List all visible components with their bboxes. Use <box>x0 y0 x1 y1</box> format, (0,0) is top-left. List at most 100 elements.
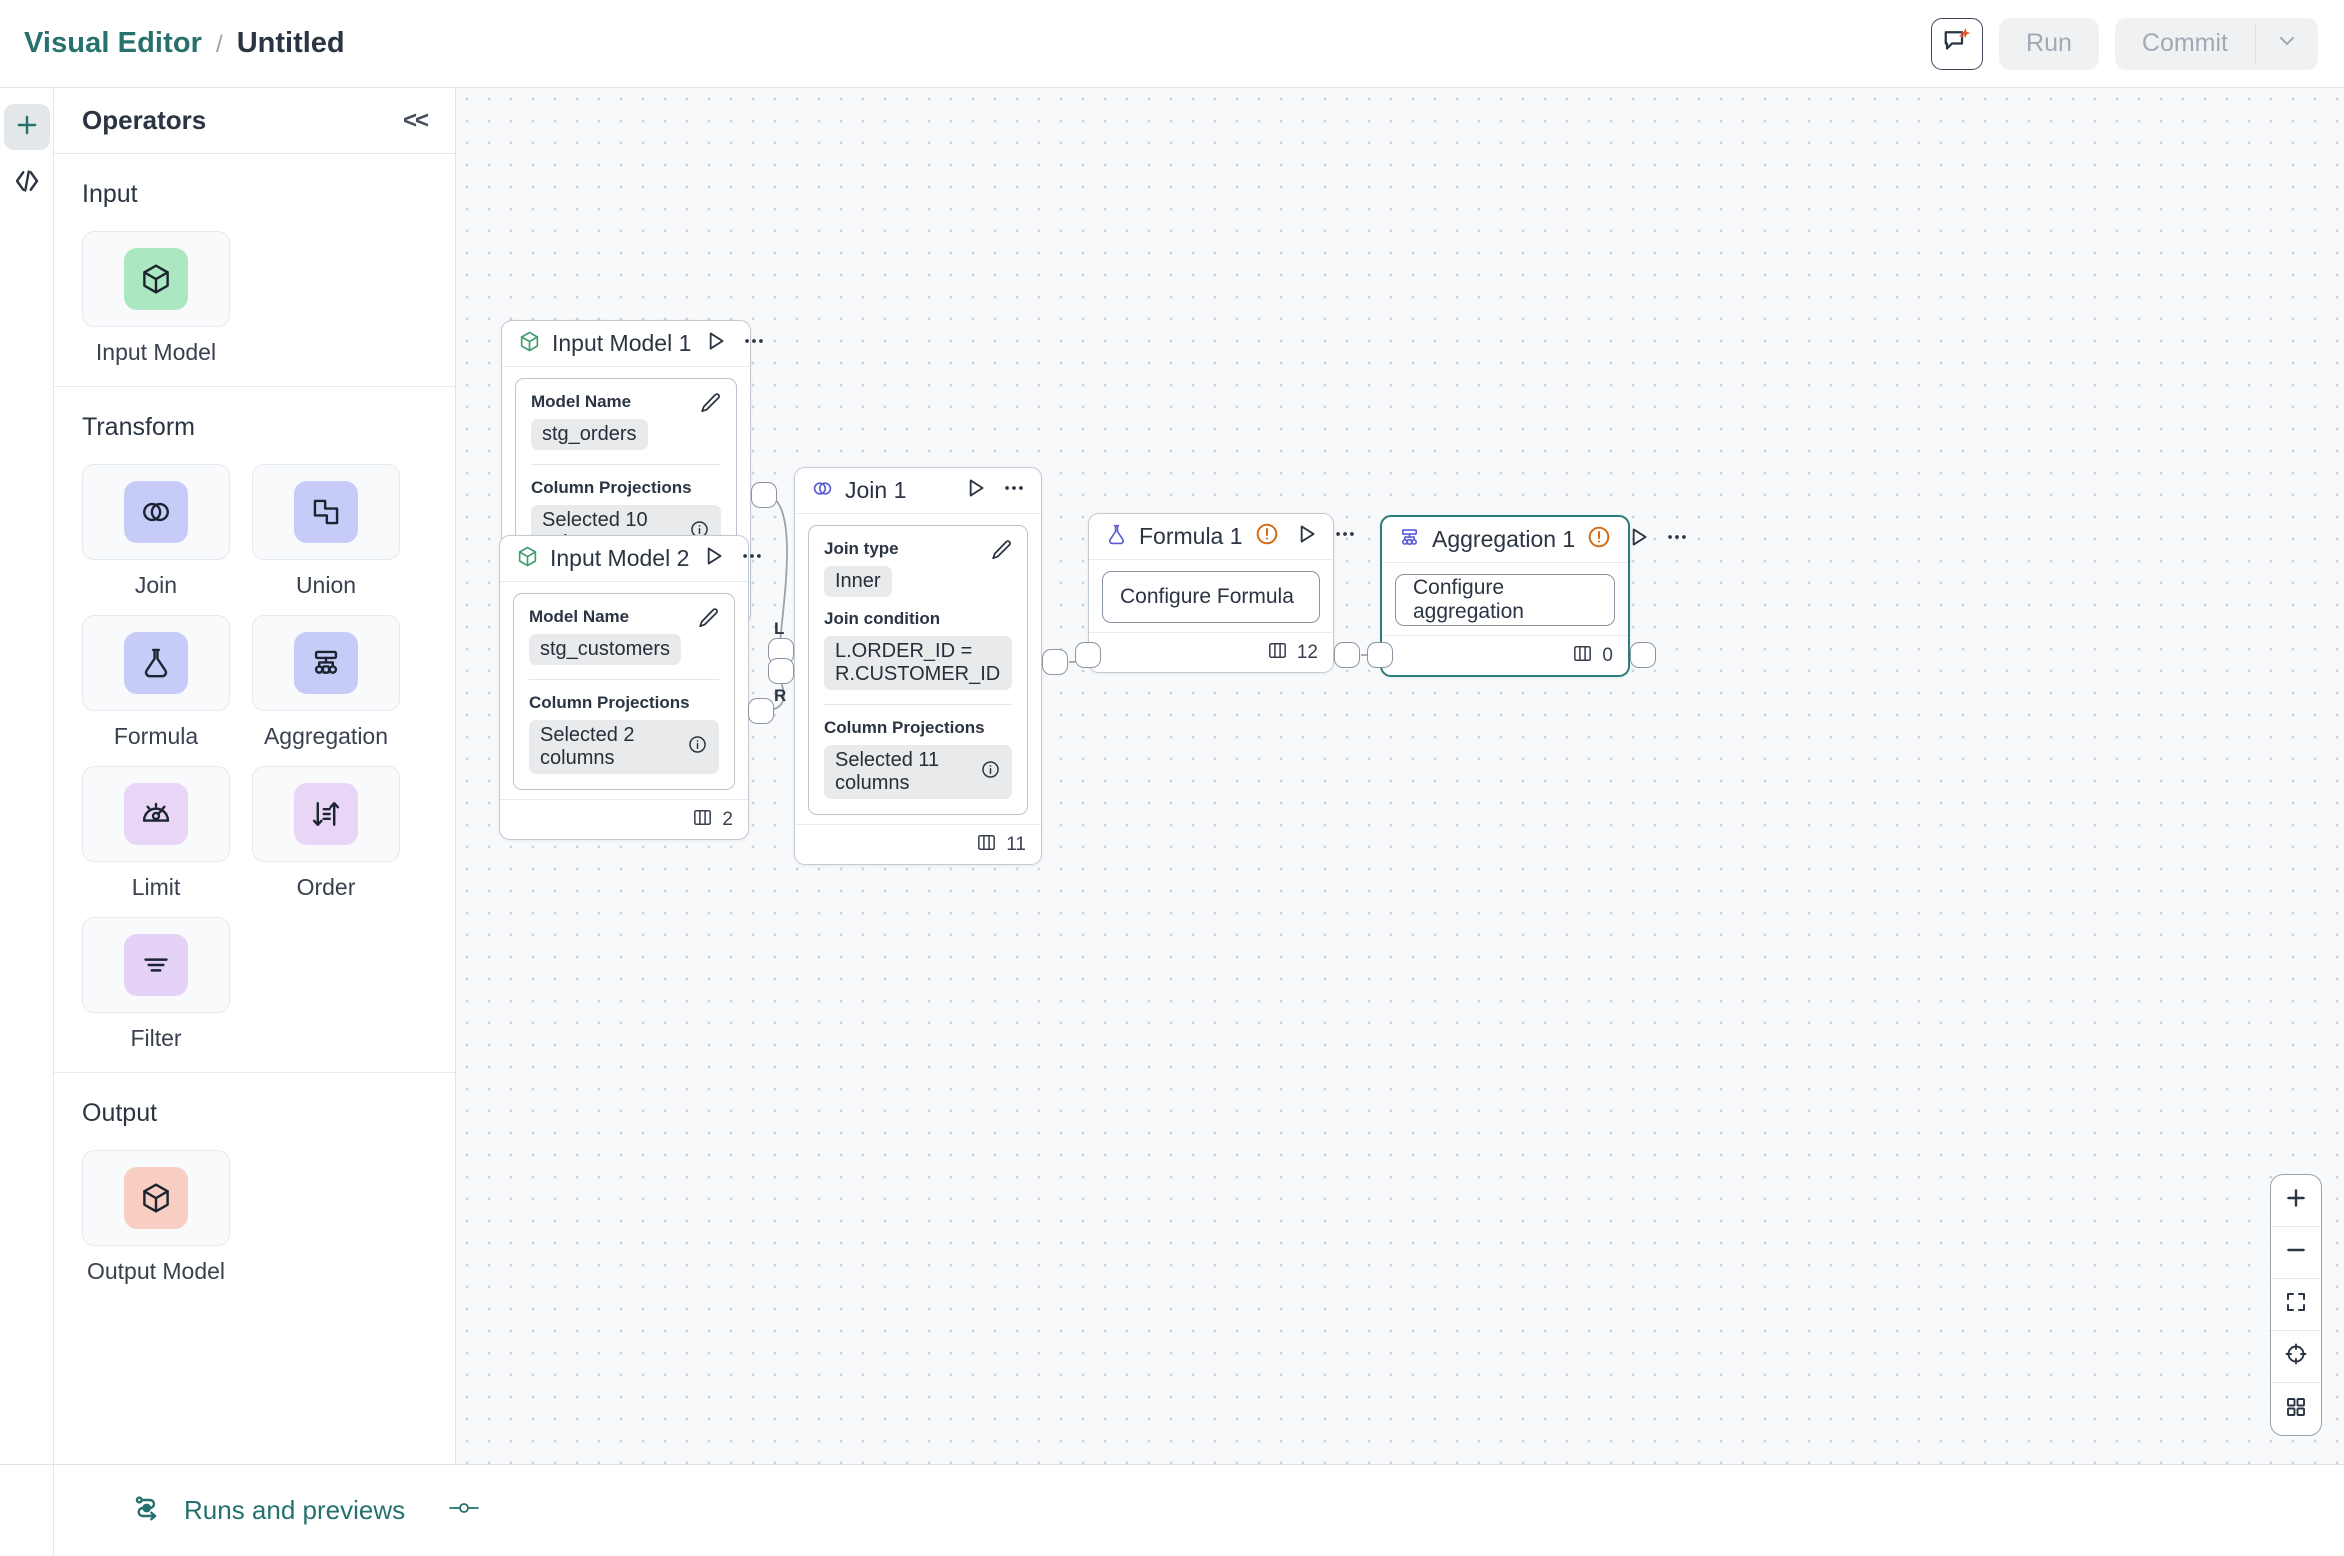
port-input-formula-1[interactable] <box>1075 642 1101 668</box>
code-view-button[interactable] <box>4 160 50 206</box>
operators-panel-title: Operators <box>82 105 207 135</box>
center-view-button[interactable] <box>2271 1331 2321 1383</box>
center-target-icon <box>2284 1342 2308 1371</box>
operator-tile[interactable] <box>82 766 230 862</box>
port-output-input-model-2[interactable] <box>748 698 774 724</box>
field-value-chip[interactable]: Selected 11 columns <box>824 745 1012 799</box>
node-header[interactable]: Input Model 1 <box>502 321 764 367</box>
field-label: Column Projections <box>531 478 692 497</box>
node-body: Configure aggregation <box>1382 563 1628 635</box>
node-run-button[interactable] <box>962 475 988 506</box>
breadcrumb: Visual Editor / Untitled <box>0 27 345 60</box>
runs-and-previews-label[interactable]: Runs and previews <box>184 1495 406 1525</box>
cube-icon <box>124 1167 188 1229</box>
breadcrumb-current[interactable]: Untitled <box>236 27 345 59</box>
node-title: Input Model 2 <box>550 545 690 571</box>
node-menu-button[interactable] <box>739 543 765 574</box>
ai-assistant-button[interactable] <box>1931 17 1984 70</box>
operator-tile[interactable] <box>82 464 230 560</box>
hierarchy-icon <box>294 632 358 694</box>
warning-circle-icon[interactable] <box>1586 524 1612 555</box>
node-run-button[interactable] <box>1625 524 1651 555</box>
port-input-join-right[interactable] <box>768 658 794 684</box>
breadcrumb-root[interactable]: Visual Editor <box>24 27 203 59</box>
port-output-join-1[interactable] <box>1042 649 1068 675</box>
field-value: Inner <box>835 570 881 592</box>
columns-icon <box>975 831 998 859</box>
operator-join[interactable]: Join <box>82 464 230 599</box>
edit-node-button[interactable] <box>696 606 721 636</box>
node-header[interactable]: Aggregation 1 <box>1382 517 1687 563</box>
node-header[interactable]: Formula 1 <box>1089 514 1354 560</box>
operator-group-title: Transform <box>82 413 195 441</box>
zoom-out-button[interactable] <box>2271 1227 2321 1279</box>
operator-tile[interactable] <box>252 464 400 560</box>
commit-button[interactable]: Commit <box>2141 29 2228 57</box>
edit-node-button[interactable] <box>989 538 1014 568</box>
minimap-toggle-button[interactable] <box>2271 1383 2321 1435</box>
port-output-input-model-1[interactable] <box>751 482 777 508</box>
operator-tile[interactable] <box>82 1150 230 1246</box>
operator-limit[interactable]: Limit <box>82 766 230 901</box>
pipeline-flow-icon <box>132 1492 164 1529</box>
field-value-chip[interactable]: Inner <box>824 566 892 597</box>
info-icon[interactable] <box>980 759 1001 786</box>
cube-icon <box>124 248 188 310</box>
node-menu-button[interactable] <box>1001 475 1027 506</box>
venn-icon <box>124 481 188 543</box>
flask-icon <box>124 632 188 694</box>
node-header[interactable]: Join 1 <box>795 468 1041 514</box>
node-run-button[interactable] <box>1293 521 1319 552</box>
field-value-chip[interactable]: Selected 2 columns <box>529 720 719 774</box>
operator-aggregation[interactable]: Aggregation <box>252 615 400 750</box>
operator-tile[interactable] <box>252 615 400 711</box>
operator-union[interactable]: Union <box>252 464 400 599</box>
slider-handle-icon[interactable] <box>447 1498 481 1523</box>
warning-circle-icon[interactable] <box>1254 521 1280 552</box>
edit-node-button[interactable] <box>698 391 723 421</box>
run-button[interactable]: Run <box>1999 17 2099 70</box>
node-menu-button[interactable] <box>741 328 767 359</box>
port-output-aggregation-1[interactable] <box>1630 642 1656 668</box>
collapse-panel-button[interactable]: << <box>402 106 429 134</box>
commit-dropdown-button[interactable] <box>2256 18 2318 70</box>
node-header[interactable]: Input Model 2 <box>500 536 762 582</box>
operator-order[interactable]: Order <box>252 766 400 901</box>
operator-label: Join <box>134 572 178 598</box>
node-placeholder-input[interactable]: Configure Formula <box>1102 571 1320 623</box>
field-value-chip[interactable]: stg_customers <box>529 634 682 665</box>
operator-tile[interactable] <box>82 917 230 1013</box>
node-actions <box>702 328 767 359</box>
port-output-formula-1[interactable] <box>1334 642 1360 668</box>
zoom-in-button[interactable] <box>2271 1175 2321 1227</box>
node-title: Join 1 <box>845 477 907 503</box>
operator-filter[interactable]: Filter <box>82 917 230 1052</box>
node-run-button[interactable] <box>702 328 728 359</box>
node-menu-button[interactable] <box>1332 521 1358 552</box>
node-menu-button[interactable] <box>1664 524 1690 555</box>
operator-input-model[interactable]: Input Model <box>82 231 230 366</box>
fit-view-button[interactable] <box>2271 1279 2321 1331</box>
node-placeholder-input[interactable]: Configure aggregation <box>1395 574 1615 626</box>
node-run-button[interactable] <box>700 543 726 574</box>
add-operator-button[interactable] <box>3 104 50 150</box>
field-value-chip[interactable]: L.ORDER_ID = R.CUSTOMER_ID <box>824 636 1012 690</box>
info-icon[interactable] <box>687 734 708 761</box>
field-label: Model Name <box>531 392 632 411</box>
port-input-aggregation-1[interactable] <box>1367 642 1393 668</box>
operator-tile[interactable] <box>82 231 230 327</box>
operator-tile[interactable] <box>82 615 230 711</box>
divider <box>2255 24 2256 63</box>
operator-formula[interactable]: Formula <box>82 615 230 750</box>
field-value-chip[interactable]: stg_orders <box>531 419 648 450</box>
operator-tile[interactable] <box>252 766 400 862</box>
operator-output-model[interactable]: Output Model <box>82 1150 230 1285</box>
operator-grid: Output Model <box>82 1150 427 1285</box>
